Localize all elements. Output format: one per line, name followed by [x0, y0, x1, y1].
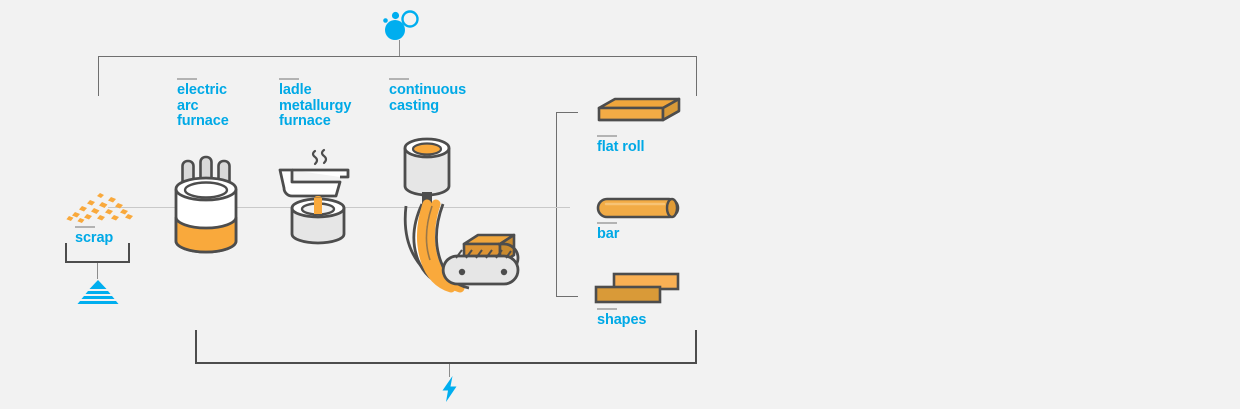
- scrap-bracket-left: [65, 243, 67, 263]
- continuous-casting-icon: [388, 132, 538, 294]
- flat-roll-label-dash: [597, 135, 617, 137]
- lightning-bolt-icon: [438, 375, 462, 403]
- scrap-label-dash: [75, 226, 95, 228]
- pyramid-icon: [70, 280, 126, 304]
- shapes-label-dash: [597, 308, 617, 310]
- electric-arc-furnace-icon: [170, 155, 242, 261]
- electric-arc-furnace-label-dash: [177, 78, 197, 80]
- shapes-icon: [592, 272, 684, 306]
- bar-icon: [596, 196, 682, 220]
- scrap-pile-icon: [66, 192, 140, 223]
- bottom-bracket-right-tick: [695, 330, 697, 364]
- ladle-metallurgy-furnace-label: ladle metallurgy furnace: [279, 82, 352, 129]
- scrap-label: scrap: [75, 230, 114, 246]
- bar-label-dash: [597, 222, 617, 224]
- top-icon-stem: [399, 40, 400, 56]
- flat-roll-label: flat roll: [597, 139, 645, 155]
- continuous-casting-label: continuous casting: [389, 82, 467, 114]
- continuous-casting-label-dash: [389, 78, 409, 80]
- bottom-bracket-rail: [195, 362, 697, 364]
- products-bracket-stem: [534, 207, 570, 208]
- bar-label: bar: [597, 226, 620, 242]
- products-bracket-rail: [556, 112, 557, 297]
- products-bracket-bottom-tick: [556, 296, 578, 297]
- bottom-bracket-left-tick: [195, 330, 197, 364]
- products-bracket-top-tick: [556, 112, 578, 113]
- flat-roll-icon: [595, 96, 683, 132]
- bottom-icon-stem: [449, 364, 450, 377]
- ladle-metallurgy-furnace-label-dash: [279, 78, 299, 80]
- top-bracket-rail: [98, 56, 697, 57]
- top-bracket-left-tick: [98, 56, 99, 96]
- top-bracket-right-tick: [696, 56, 697, 96]
- electric-arc-furnace-label: electric arc furnace: [177, 82, 229, 129]
- scrap-pyramid-stem: [97, 263, 98, 279]
- ladle-metallurgy-furnace-icon: [274, 148, 362, 248]
- scrap-bracket-rail: [65, 261, 130, 263]
- bubbles-icon: [378, 8, 424, 40]
- shapes-label: shapes: [597, 312, 647, 328]
- scrap-bracket-right: [128, 243, 130, 263]
